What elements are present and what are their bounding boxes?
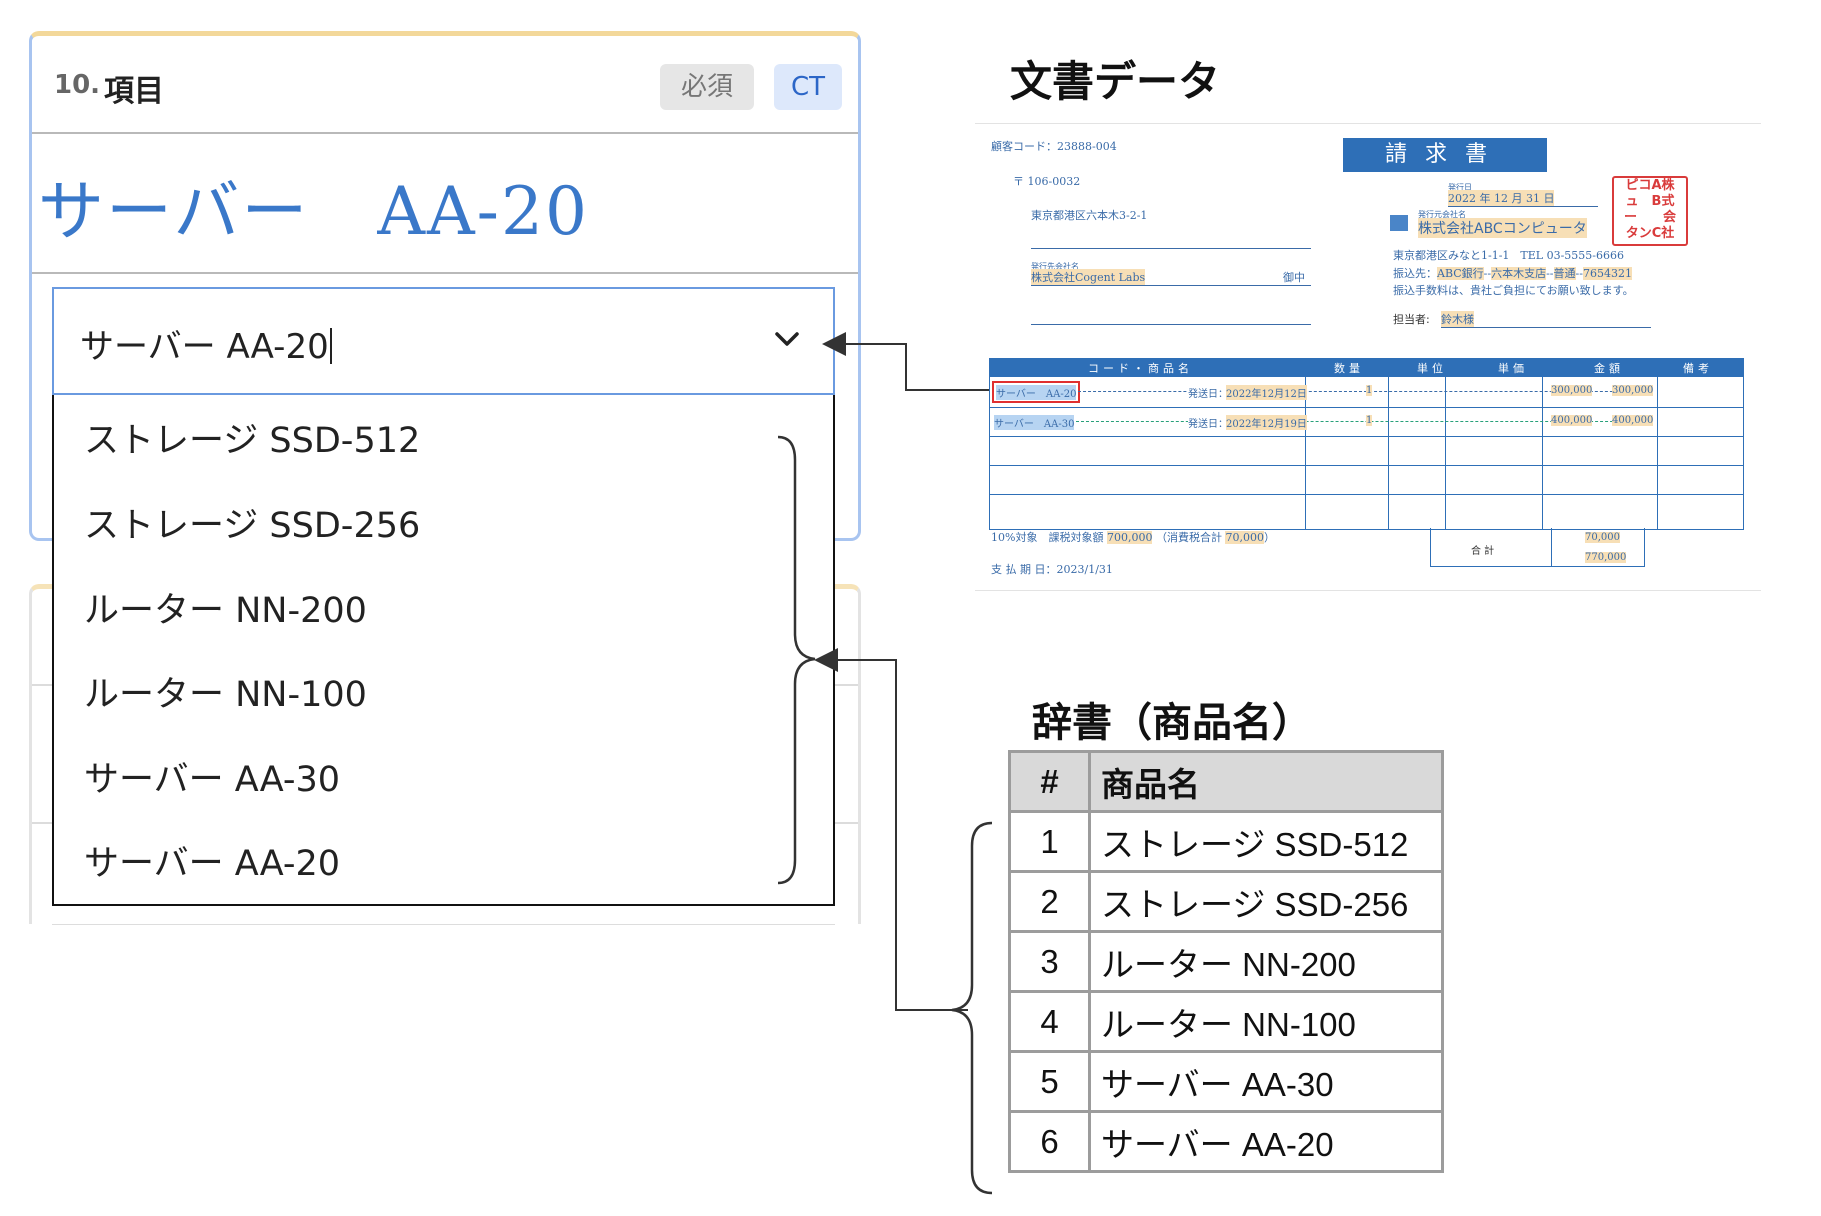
row1-qty: 1 [1366,385,1373,396]
invoice-document: 顧客コード：23888-004 請求書 〒 106-0032 東京都港区六本木3… [975,123,1761,591]
field-number: 10. [54,70,101,100]
divider [52,924,835,925]
due-date: 支 払 期 日：2023/1/31 [991,563,1113,576]
dropdown-option[interactable]: ストレージ SSD-512 [84,421,421,461]
issue-date-label: 発行日 [1448,183,1472,192]
tax-line-prefix: 10%対象 課税対象額 [991,531,1104,544]
postal-code: 〒 106-0032 [1013,175,1081,188]
invoice-title: 請求書 [1343,138,1547,172]
total-amount: 770,000 [1585,552,1627,563]
dropdown-option[interactable]: ルーター NN-200 [84,591,367,631]
customer-address: 東京都港区六本木3-2-1 [1031,209,1148,222]
total-label: 合 計 [1471,546,1495,557]
ct-badge[interactable]: CT [774,64,842,110]
bank-name: ABC銀行 [1437,267,1484,280]
issuer-address: 東京都港区みなと1-1-1 TEL 03-5555-6666 [1393,249,1625,262]
bank-branch: 六本木支店 [1491,267,1547,280]
table-row: 3 ルーター NN-200 [1008,930,1444,993]
arrow-dictionary-to-options [814,648,968,1011]
honorific: 御中 [1283,271,1305,284]
issuer-label: 発行元会社名 [1418,210,1466,219]
table-row: 2 ストレージ SSD-256 [1008,870,1444,933]
customer-code: 顧客コード：23888-004 [991,140,1117,153]
table-header: コード・商品名 数量 単位 単価 金額 備考 [990,359,1743,377]
table-row: 5 サーバー AA-30 [1008,1050,1444,1113]
column-header-number: # [1008,750,1091,813]
total-tax: 70,000 [1585,532,1620,543]
person-label: 担当者: [1393,313,1430,326]
options-brace [777,435,816,885]
field-header: 10. 項目 必須 CT [32,36,858,134]
crop-text: サーバー AA-20 [38,173,589,250]
arrow-doc-to-input [822,332,989,391]
row2-name: サーバー AA-30 [994,415,1075,430]
row1-price: 300,000 [1551,385,1593,396]
underline [1441,327,1651,328]
row2-date: 2022年12月19日 [1226,415,1307,430]
required-badge: 必須 [660,64,754,110]
issue-date: 2022 年 12 月 31 日 [1448,190,1555,206]
dropdown-option[interactable]: サーバー AA-20 [84,844,341,884]
dropdown-list[interactable]: ストレージ SSD-512 ストレージ SSD-256 ルーター NN-200 … [52,395,835,906]
image-crop: サーバー AA-20 [32,134,858,274]
tax-label: （消費税合計 [1155,531,1222,544]
underline [1031,324,1311,325]
recipient-name: 株式会社Cogent Labs [1031,269,1146,285]
underline [1448,206,1598,207]
table-row: 4 ルーター NN-100 [1008,990,1444,1053]
logo-icon [1390,215,1408,231]
table-row: 1 ストレージ SSD-512 [1008,810,1444,873]
dropdown-option[interactable]: ルーター NN-100 [84,675,367,715]
dictionary-heading: 辞書（商品名） [1032,700,1312,746]
taxable-amount: 700,000 [1106,531,1153,544]
table-header-row: # 商品名 [1008,750,1444,813]
dictionary-table: # 商品名 1 ストレージ SSD-512 2 ストレージ SSD-256 3 … [1008,750,1444,1173]
selection-box [992,381,1080,403]
row1-name: サーバー AA-20 [996,385,1077,400]
column-header-name: 商品名 [1088,750,1444,813]
account-number: 7654321 [1582,267,1632,280]
account-type: 普通 [1553,267,1576,280]
row2-price: 400,000 [1551,415,1593,426]
bank-prefix: 振込先： [1393,267,1437,280]
fee-note: 振込手数料は、貴社ご負担にてお願い致します。 [1393,284,1634,297]
row1-amount: 300,000 [1612,385,1654,396]
text-caret [329,328,332,364]
row2-qty: 1 [1366,415,1373,426]
document-heading: 文書データ [1010,57,1221,106]
tax-amount: 70,000 [1225,531,1264,544]
table-row: 6 サーバー AA-20 [1008,1110,1444,1173]
person-name: 鈴木様 [1441,311,1474,327]
issuer-name: 株式会社ABCコンピュータ [1418,218,1587,238]
field-title: 項目 [104,74,164,109]
underline [1031,248,1311,249]
underline [1031,285,1311,286]
item-combobox-input[interactable]: サーバー AA-20 [52,287,835,395]
invoice-table: コード・商品名 数量 単位 単価 金額 備考 サーバー AA-20 発送日： 2… [989,358,1744,530]
recipient-label: 発行先会社名 [1031,262,1079,271]
input-value: サーバー AA-20 [80,327,329,367]
dropdown-option[interactable]: サーバー AA-30 [84,760,341,800]
dropdown-option[interactable]: ストレージ SSD-256 [84,506,421,546]
dictionary-brace [951,821,993,1195]
chevron-down-icon[interactable] [771,323,803,355]
row1-date: 2022年12月12日 [1226,385,1307,400]
total-box: 合 計 70,000 770,000 [1430,528,1645,567]
company-seal: ピコA株 ュ B式 ー 会 タンC社 [1612,176,1688,246]
row2-amount: 400,000 [1612,415,1654,426]
